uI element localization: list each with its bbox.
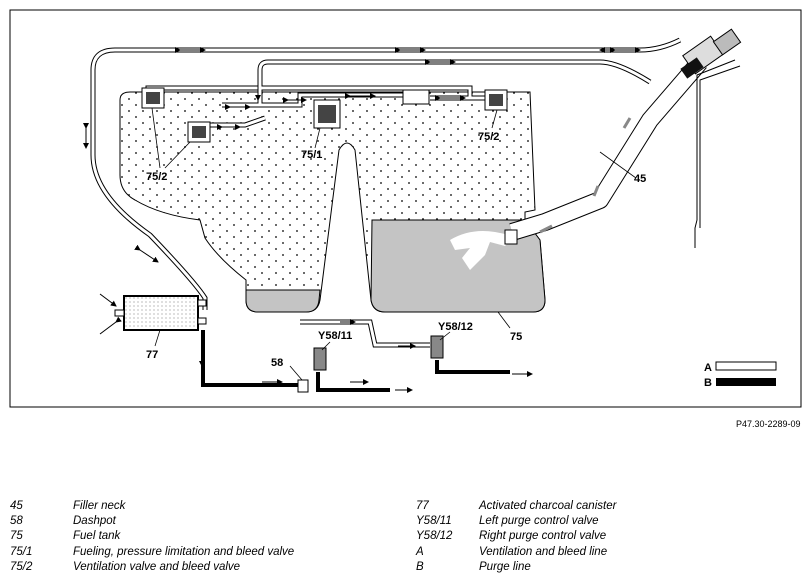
legend-item: 45 Filler neck (10, 500, 294, 515)
purge-valve-left (313, 347, 327, 371)
key-b-label: B (704, 377, 712, 389)
legend-code: 75/2 (10, 560, 33, 573)
legend-desc: Left purge control valve (479, 515, 599, 528)
diagram-frame (9, 9, 802, 408)
flow-arrows (83, 47, 641, 393)
legend-item: 75/2 Ventilation valve and bleed valve (10, 561, 294, 576)
label-y58-11: Y58/11 (318, 330, 352, 342)
fuel-tank (119, 91, 546, 313)
legend-item: A Ventilation and bleed line (416, 546, 616, 561)
legend-code: 77 (416, 500, 429, 512)
junction-block (402, 89, 430, 105)
legend-item: Y58/12 Right purge control valve (416, 530, 616, 545)
key-a-swatch (715, 361, 777, 371)
figure-reference: P47.30-2289-09 (736, 419, 801, 429)
legend-code: Y58/12 (416, 530, 453, 543)
label-75-2-right: 75/2 (478, 131, 499, 143)
key-b-swatch (716, 378, 776, 386)
legend-code: A (416, 545, 424, 558)
purge-lines (201, 330, 510, 392)
label-45: 45 (634, 173, 646, 185)
dashpot (297, 379, 309, 393)
legend-left: 45 Filler neck 58 Dashpot 75 Fuel tank 75/1… (10, 500, 294, 576)
legend-desc: Dashpot (73, 515, 116, 528)
legend-desc: Fueling, pressure limitation and bleed v… (73, 545, 295, 558)
legend-desc: Filler neck (73, 500, 126, 512)
legend-code: 75/1 (10, 545, 33, 558)
key-a-label: A (704, 362, 712, 374)
legend-item: 77 Activated charcoal canister (416, 500, 616, 515)
valve-75-2-right (484, 89, 508, 111)
legend-code: 45 (10, 500, 23, 512)
legend-item: Y58/11 Left purge control valve (416, 515, 616, 530)
line-key: A B (704, 361, 777, 389)
legend-item: 75/1 Fueling, pressure limitation and ble… (10, 546, 294, 561)
label-y58-12: Y58/12 (438, 321, 473, 333)
legend-code: B (416, 560, 424, 573)
valve-75-2-left-b (187, 121, 211, 143)
label-75: 75 (510, 331, 522, 343)
label-75-1: 75/1 (301, 149, 322, 161)
filler-cap (680, 28, 742, 79)
charcoal-canister (114, 295, 207, 331)
legend-desc: Ventilation valve and bleed valve (73, 560, 241, 573)
legend-desc: Ventilation and bleed line (479, 545, 608, 558)
legend-code: 58 (10, 515, 23, 528)
purge-valve-right (430, 335, 444, 359)
legend-code: Y58/11 (416, 515, 452, 528)
valve-75-1 (313, 99, 341, 129)
filler-neck (504, 28, 742, 248)
legend-desc: Purge line (479, 560, 531, 573)
legend-desc: Right purge control valve (479, 530, 607, 543)
legend-desc: Activated charcoal canister (479, 500, 617, 512)
label-77: 77 (146, 349, 158, 361)
label-58: 58 (271, 357, 283, 369)
leader-lines (151, 107, 637, 381)
label-75-2-left: 75/2 (146, 171, 167, 183)
legend-item: B Purge line (416, 561, 616, 576)
legend-desc: Fuel tank (73, 530, 121, 543)
legend-item: 75 Fuel tank (10, 530, 294, 545)
legend-code: 75 (10, 530, 23, 543)
valve-75-2-left-a (141, 87, 165, 109)
legend-item: 58 Dashpot (10, 515, 294, 530)
legend-right: 77 Activated charcoal canister Y58/11 Left… (416, 500, 616, 576)
